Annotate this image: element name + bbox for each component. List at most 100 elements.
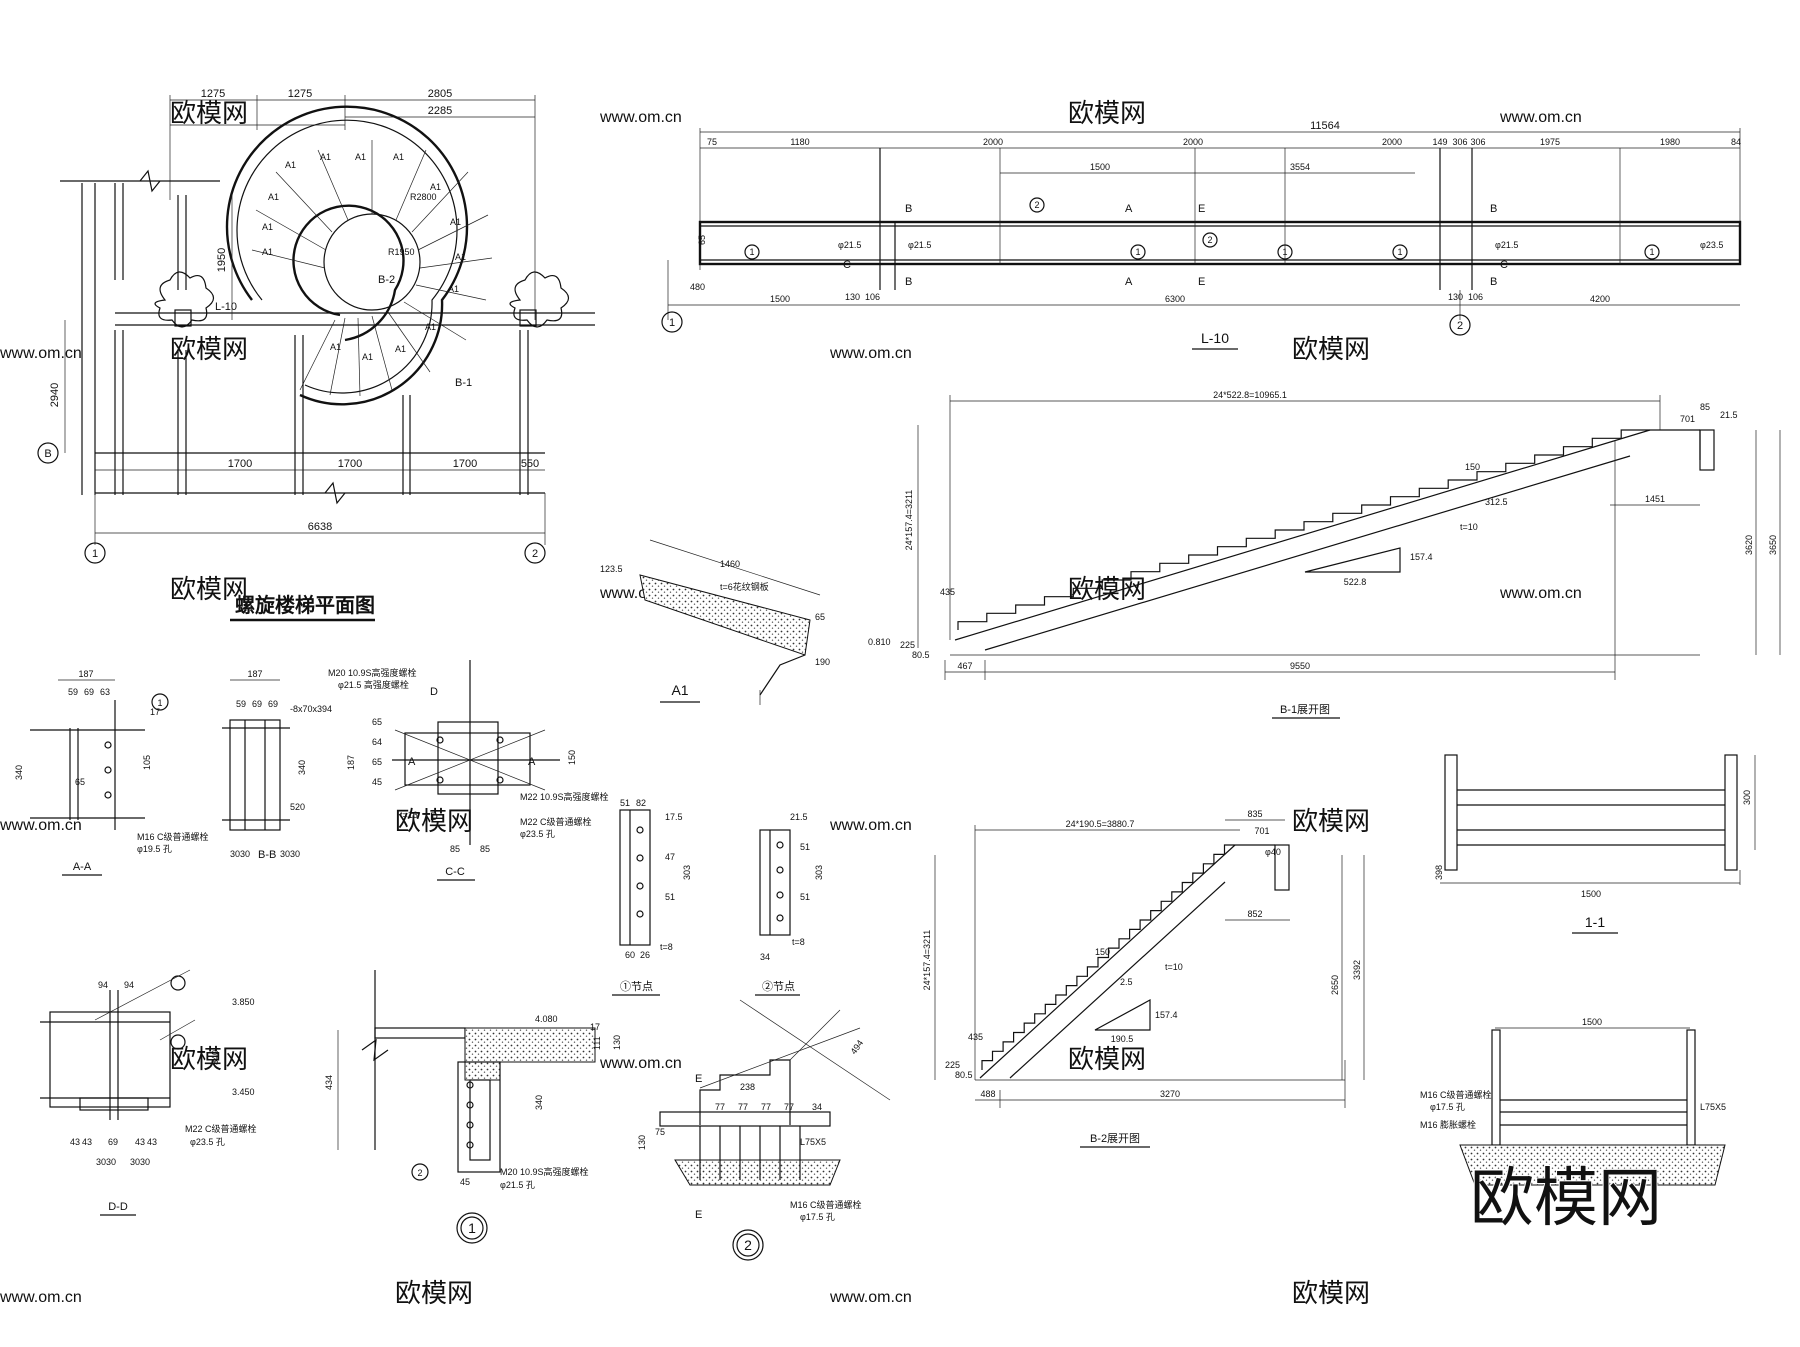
view-title: 2 (744, 1237, 752, 1253)
dim-label: 24*190.5=3880.7 (1066, 819, 1135, 829)
dim-label: 9550 (1290, 661, 1310, 671)
tread-label: A1 (450, 217, 461, 227)
dim-label: 111 (592, 1036, 602, 1050)
section-mark: E (695, 1073, 702, 1085)
beam-label: B-1 (455, 377, 472, 389)
dim-label: 51 (665, 892, 675, 902)
circle-label: 1 (749, 247, 754, 257)
dim-label: 64 (372, 737, 382, 747)
section-mark: E (1198, 276, 1205, 288)
dim-label: 3554 (1290, 162, 1310, 172)
concrete-slab (464, 1027, 596, 1081)
view-title: A-A (73, 861, 92, 873)
dim-label: 3650 (1768, 535, 1778, 555)
watermark-text: 欧模网 (170, 334, 248, 364)
dim-label: 1950 (216, 248, 228, 272)
tread-label: A1 (330, 342, 341, 352)
slope-label: 190.5 (1111, 1034, 1134, 1044)
dim-label: 80.5 (955, 1070, 973, 1080)
dim-label: 303 (682, 865, 692, 880)
dim-label: 6300 (1165, 294, 1185, 304)
dim-label: 45 (460, 1177, 470, 1187)
dim-label: 1500 (770, 294, 790, 304)
dim-label: 130 (1448, 292, 1463, 302)
dim-label: 94 (98, 980, 108, 990)
watermark-url: www.om.cn (599, 1055, 682, 1072)
dim-label: 30 (240, 849, 250, 859)
note-label: φ17.5 孔 (800, 1212, 835, 1222)
tread-label: A1 (455, 252, 466, 262)
note-label: φ21.5 孔 (500, 1180, 535, 1190)
dim-label: 75 (707, 137, 717, 147)
axis-bubble (1449, 314, 1471, 336)
concrete-base (674, 1159, 841, 1186)
dim-label: 11564 (1310, 120, 1340, 132)
dim-label: 2805 (428, 88, 452, 100)
railing-base-section: 1500 M16 C级普通螺栓 φ17.5 孔 M16 膨胀螺栓 L75X5 (1420, 1017, 1726, 1186)
anchor-bolts (699, 1126, 801, 1180)
section-mark: D (430, 686, 438, 698)
dim-label: 2000 (1183, 137, 1203, 147)
beam-label: L-10 (215, 301, 237, 313)
section-mark: C (1500, 259, 1508, 271)
watermark-text: 欧模网 (1292, 1278, 1370, 1308)
watermark-text: 欧模网 (1068, 98, 1146, 128)
dim-label: 26 (640, 950, 650, 960)
dim-label: 17 (590, 1022, 600, 1032)
watermark-text: 欧模网 (170, 98, 248, 128)
dim-label: 2285 (428, 105, 452, 117)
circle-label: 2 (1034, 200, 1039, 210)
dim-label: 51 (800, 842, 810, 852)
dim-label: 30 (290, 849, 300, 859)
watermark-url: www.om.cn (1499, 585, 1582, 602)
dim-label: 123.5 (600, 564, 623, 574)
dim-label: 187 (247, 669, 262, 679)
dim-label: t=16 (400, 810, 418, 820)
dim-label: 225 (900, 640, 915, 650)
dim-label: 51 (800, 892, 810, 902)
note-label: M20 10.9S高强度螺栓 (500, 1166, 589, 1177)
dim-label: 43 (135, 1137, 145, 1147)
tread-label: A1 (362, 352, 373, 362)
l10-elevation: 11564 75 1180 2000 2000 2000 149 306 306… (661, 120, 1742, 350)
watermark-text: 欧模网 (395, 1278, 473, 1308)
note-label: t=6花纹钢板 (720, 581, 769, 592)
view-title: L-10 (1201, 330, 1229, 346)
dim-label: 30 (230, 849, 240, 859)
view-title: ②节点 (762, 980, 795, 993)
dim-label: 190 (815, 657, 830, 667)
dim-label: 106 (865, 292, 880, 302)
dim-label: 494 (848, 1038, 865, 1056)
watermark-text: 欧模网 (1292, 806, 1370, 836)
plan-title: 螺旋楼梯平面图 (235, 593, 375, 617)
tread-label: A1 (448, 284, 459, 294)
view-title: 1-1 (1585, 914, 1605, 930)
note-label: M22 C级普通螺栓 (185, 1123, 257, 1134)
section-mark: C (843, 259, 851, 271)
section-mark: A (528, 756, 536, 768)
dim-label: 1700 (228, 458, 252, 470)
hole-label: φ21.5 (1495, 240, 1518, 250)
dim-label: 30 (140, 1157, 150, 1167)
dim-label: 75 (655, 1127, 665, 1137)
dim-label: 85 (480, 844, 490, 854)
dim-label: 69 (84, 687, 94, 697)
watermark-url: www.om.cn (0, 817, 82, 834)
section-mark: B (1490, 276, 1497, 288)
dim-label: 43 (82, 1137, 92, 1147)
note-label: φ17.5 孔 (1430, 1102, 1465, 1112)
dim-label: 1500 (1582, 1017, 1602, 1027)
dim-label: 1980 (1660, 137, 1680, 147)
watermark-layer: 欧模网 欧模网 欧模网 欧模网 欧模网 欧模网 欧模网 欧模网 欧模网 欧模网 … (0, 98, 1582, 1308)
stair-steps (981, 844, 1235, 1070)
dim-label: 1975 (1540, 137, 1560, 147)
note-label: φ19.5 孔 (137, 844, 172, 854)
axis-label: 1 (669, 317, 675, 329)
dim-label: 398 (1434, 865, 1444, 880)
dim-label: 238 (740, 1082, 755, 1092)
dim-label: 17.5 (665, 812, 683, 822)
view-title: 1 (468, 1220, 476, 1236)
dim-label: 225 (945, 1060, 960, 1070)
dim-label: 6638 (308, 521, 332, 533)
dim-label: -8x70x394 (290, 704, 332, 714)
